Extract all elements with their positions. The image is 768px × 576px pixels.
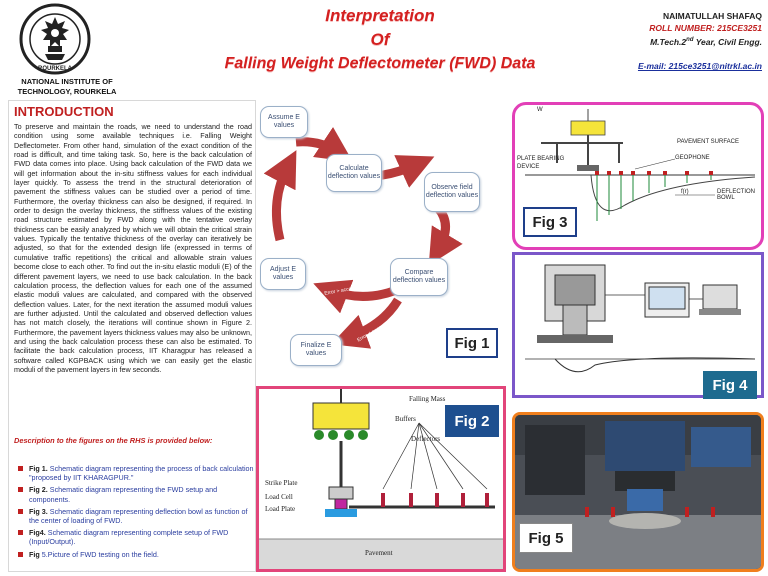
roll-number: ROLL NUMBER: 215CE3251	[649, 23, 762, 33]
author-block: NAIMATULLAH SHAFAQ ROLL NUMBER: 215CE325…	[612, 10, 762, 72]
fig-tag: Fig4.	[29, 528, 46, 538]
fig3-plate-bearing-label: PLATE BEARING DEVICE	[517, 155, 564, 171]
fig3-fr-label: f(r)	[681, 189, 689, 195]
fig4-setup-diagram	[525, 264, 756, 373]
fig2-deflectors-label: Deflectors	[411, 435, 441, 443]
fig1-finalize-node: Finalize E values	[290, 334, 342, 366]
fig1-back-calculation-diagram: Assume E values Calculate deflection val…	[258, 100, 504, 382]
author-email-link[interactable]: E-mail: 215ce3251@nitrkl.ac.in	[637, 60, 762, 71]
title-line-1: Interpretation	[325, 6, 435, 25]
list-item: Fig4. Schematic diagram representing com…	[18, 528, 254, 546]
fig2-pavement-label: Pavement	[365, 549, 393, 557]
fig3-device-text: DEVICE	[517, 164, 540, 170]
author-name: NAIMATULLAH SHAFAQ	[663, 11, 762, 21]
course-suffix: Year, Civil Engg.	[693, 36, 762, 47]
fig1-compare-node: Compare deflection values	[390, 258, 448, 296]
fig3-label: Fig 3	[523, 207, 577, 237]
institute-name: NATIONAL INSTITUTE OF TECHNOLOGY, ROURKE…	[17, 77, 117, 96]
fig2-fwd-setup-diagram	[259, 389, 503, 569]
bullet-icon	[18, 530, 23, 536]
fig3-deflection-bowl-label: DEFLECTION BOWL	[717, 189, 756, 201]
fig-tag: Fig 1.	[29, 464, 48, 473]
bullet-icon	[18, 508, 23, 514]
fig1-calculate-node: Calculate deflection values	[326, 154, 382, 192]
list-item: Fig 2. Schematic diagram representing th…	[18, 485, 254, 504]
poster-title: Interpretation Of Falling Weight Deflect…	[150, 4, 610, 76]
introduction-panel	[8, 100, 256, 572]
course-sup: nd	[686, 37, 694, 43]
list-item: Fig 5.Picture of FWD testing on the fiel…	[18, 550, 254, 559]
fig2-strike-plate-label: Strike Plate	[265, 479, 298, 487]
fig2-label: Fig 2	[445, 405, 499, 437]
fig4-label: Fig 4	[703, 371, 757, 399]
svg-text:ROURKELA: ROURKELA	[38, 66, 73, 72]
fig-desc: Schematic diagram representing deflectio…	[29, 506, 248, 526]
fig2-load-cell-label: Load Cell	[265, 493, 293, 501]
fig-tag: Fig 3.	[29, 506, 48, 516]
bullet-icon	[18, 551, 23, 557]
fig2-buffers-label: Buffers	[395, 415, 416, 423]
fig3-plate-bearing-text: PLATE BEARING	[517, 156, 565, 162]
fig2-frame: Falling Mass Buffers Deflectors Strike P…	[256, 386, 506, 572]
fig-desc: Schematic diagram representing complete …	[29, 528, 229, 547]
fig1-observe-node: Observe field deflection values	[424, 172, 480, 212]
fig-desc: Schematic diagram representing the proce…	[29, 464, 254, 483]
fig3-geophone-label: GEOPHONE	[675, 155, 710, 161]
fig3-deflection-bowl-diagram	[525, 109, 756, 221]
fig-tag: Fig 2.	[29, 485, 48, 495]
fig1-label: Fig 1	[446, 328, 498, 358]
course-prefix: M.Tech.2	[650, 36, 687, 47]
course-info: M.Tech.2nd Year, Civil Engg.	[612, 34, 762, 48]
fig5-label: Fig 5	[519, 523, 573, 553]
introduction-text: To preserve and maintain the roads, we n…	[14, 122, 252, 374]
figure-description-list: Fig 1. Schematic diagram representing th…	[18, 464, 254, 562]
fig-tag: Fig	[29, 549, 40, 559]
fig3-pavement-surface-label: PAVEMENT SURFACE	[677, 139, 740, 145]
fig3-frame: W PAVEMENT SURFACE GEOPHONE PLATE BEARIN…	[512, 102, 764, 250]
list-item: Fig 1. Schematic diagram representing th…	[18, 464, 254, 482]
fig2-load-plate-label: Load Plate	[265, 505, 296, 513]
fig1-adjust-node: Adjust E values	[260, 258, 306, 290]
fig-desc: Schematic diagram representing the FWD s…	[29, 485, 218, 504]
fig4-frame: Fig 4	[512, 252, 764, 399]
bullet-icon	[18, 466, 23, 471]
title-line-3: Falling Weight Deflectometer (FWD) Data	[224, 55, 536, 72]
fig1-assume-e-node: Assume E values	[260, 106, 308, 138]
figure-description-title: Description to the figures on the RHS is…	[14, 436, 213, 445]
fig5-frame: Fig 5	[512, 412, 764, 572]
fig2-falling-mass-label: Falling Mass	[409, 395, 446, 403]
nit-rourkela-logo: ROURKELA	[19, 3, 91, 75]
introduction-heading: INTRODUCTION	[14, 104, 114, 119]
list-item: Fig 3. Schematic diagram representing de…	[18, 507, 254, 525]
fig-desc: 5.Picture of FWD testing on the field.	[39, 549, 159, 559]
title-line-2: Of	[370, 30, 390, 49]
fig3-w-label: W	[537, 107, 543, 113]
bullet-icon	[18, 487, 23, 493]
